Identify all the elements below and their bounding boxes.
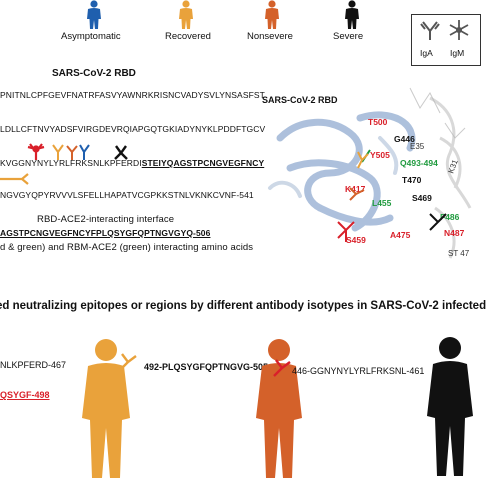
recovered-figure-icon bbox=[82, 339, 130, 478]
residue-y505: Y505 bbox=[370, 150, 390, 160]
recovered-epitope: 492-PLQSYGFQPTNGVG-505 bbox=[144, 362, 269, 372]
structure-antibody-icons bbox=[337, 149, 447, 242]
igm-antibody-icon bbox=[449, 20, 469, 40]
rbd-sequence-title: SARS-CoV-2 RBD bbox=[52, 68, 136, 79]
asymptomatic-person-icon bbox=[87, 0, 101, 29]
yellow-antibody-line-icon bbox=[0, 173, 29, 185]
residue-s459: S459 bbox=[346, 235, 366, 245]
rbd-sequence-line-3-prefix: KVGGNYNYLYRLFRKSNLKPFERDI bbox=[0, 158, 142, 168]
residue-st47: ST 47 bbox=[448, 249, 470, 258]
asymptomatic-epitope-2: QSYGF-498 bbox=[0, 390, 50, 400]
legend-nonsevere-label: Nonsevere bbox=[247, 31, 293, 42]
nonsevere-antibody-icon bbox=[273, 359, 291, 377]
rbd-structure-title: SARS-CoV-2 RBD bbox=[262, 95, 338, 105]
rbd-sequence-line-3: KVGGNYNYLYRLFRKSNLKPFERDISTEIYQAGSTPCNGV… bbox=[0, 158, 264, 168]
legend-recovered-label: Recovered bbox=[165, 31, 211, 42]
black-antibody-icon bbox=[114, 145, 128, 160]
residue-l455: L455 bbox=[372, 198, 392, 208]
rbd-structure-ribbon bbox=[268, 87, 472, 259]
interface-note: d & green) and RBM-ACE2 (green) interact… bbox=[0, 242, 254, 253]
isotype-key: IgA IgM bbox=[411, 14, 481, 66]
residue-n487: N487 bbox=[444, 228, 465, 238]
residue-t500: T500 bbox=[368, 117, 388, 127]
rbd-sequence-line-2: LDLLCFTNVYADSFVIRGDEVRQIAPGQTGKIADYNYKLP… bbox=[0, 124, 266, 134]
asymptomatic-epitope-1: NLKPFERD-467 bbox=[0, 360, 67, 370]
nonsevere-figure-icon bbox=[256, 339, 302, 478]
section-title: ed neutralizing epitopes or regions by d… bbox=[0, 300, 486, 312]
rbd-sequence-line-4: NGVGYQPYRVVVLSFELLHAPATVCGPKKSTNLVKNKCVN… bbox=[0, 190, 254, 200]
residue-g446: G446 bbox=[394, 134, 415, 144]
severe-figure-icon bbox=[427, 337, 473, 476]
residue-q493-494: Q493-494 bbox=[400, 158, 438, 168]
iga-antibody-icon bbox=[420, 21, 440, 40]
nonsevere-epitope: 446-GGNYNYLYRLFRKSNL-461 bbox=[292, 366, 425, 376]
interface-sequence: AGSTPCNGVEGFNCYFPLQSYGFQPTNGVGYQ-506 bbox=[0, 228, 211, 238]
interface-title: RBD-ACE2-interacting interface bbox=[37, 214, 175, 225]
nonsevere-person-icon bbox=[265, 0, 279, 29]
rbd-sequence-line-3-motif: STEIYQAGSTPCNGVEGFNCY bbox=[141, 158, 265, 168]
severe-person-icon bbox=[345, 0, 359, 29]
iga-label: IgA bbox=[420, 48, 433, 58]
legend-asymptomatic-label: Asymptomatic bbox=[61, 31, 121, 42]
legend-severe-label: Severe bbox=[333, 31, 364, 42]
residue-f486: F486 bbox=[440, 212, 460, 222]
rbd-sequence-line-1: PNITNLCPFGEVFNATRFASVYAWNRKRISNCVADYSVLY… bbox=[0, 90, 265, 100]
igm-label: IgM bbox=[450, 48, 465, 58]
epitope-antibody-cluster-icon bbox=[27, 143, 90, 160]
recovered-person-icon bbox=[179, 0, 193, 29]
residue-a475: A475 bbox=[390, 230, 411, 240]
residue-s469: S469 bbox=[412, 193, 432, 203]
residue-e35: E35 bbox=[410, 142, 425, 151]
residue-k417: K417 bbox=[345, 184, 366, 194]
recovered-antibody-icon bbox=[119, 353, 137, 371]
residue-t470: T470 bbox=[402, 175, 422, 185]
